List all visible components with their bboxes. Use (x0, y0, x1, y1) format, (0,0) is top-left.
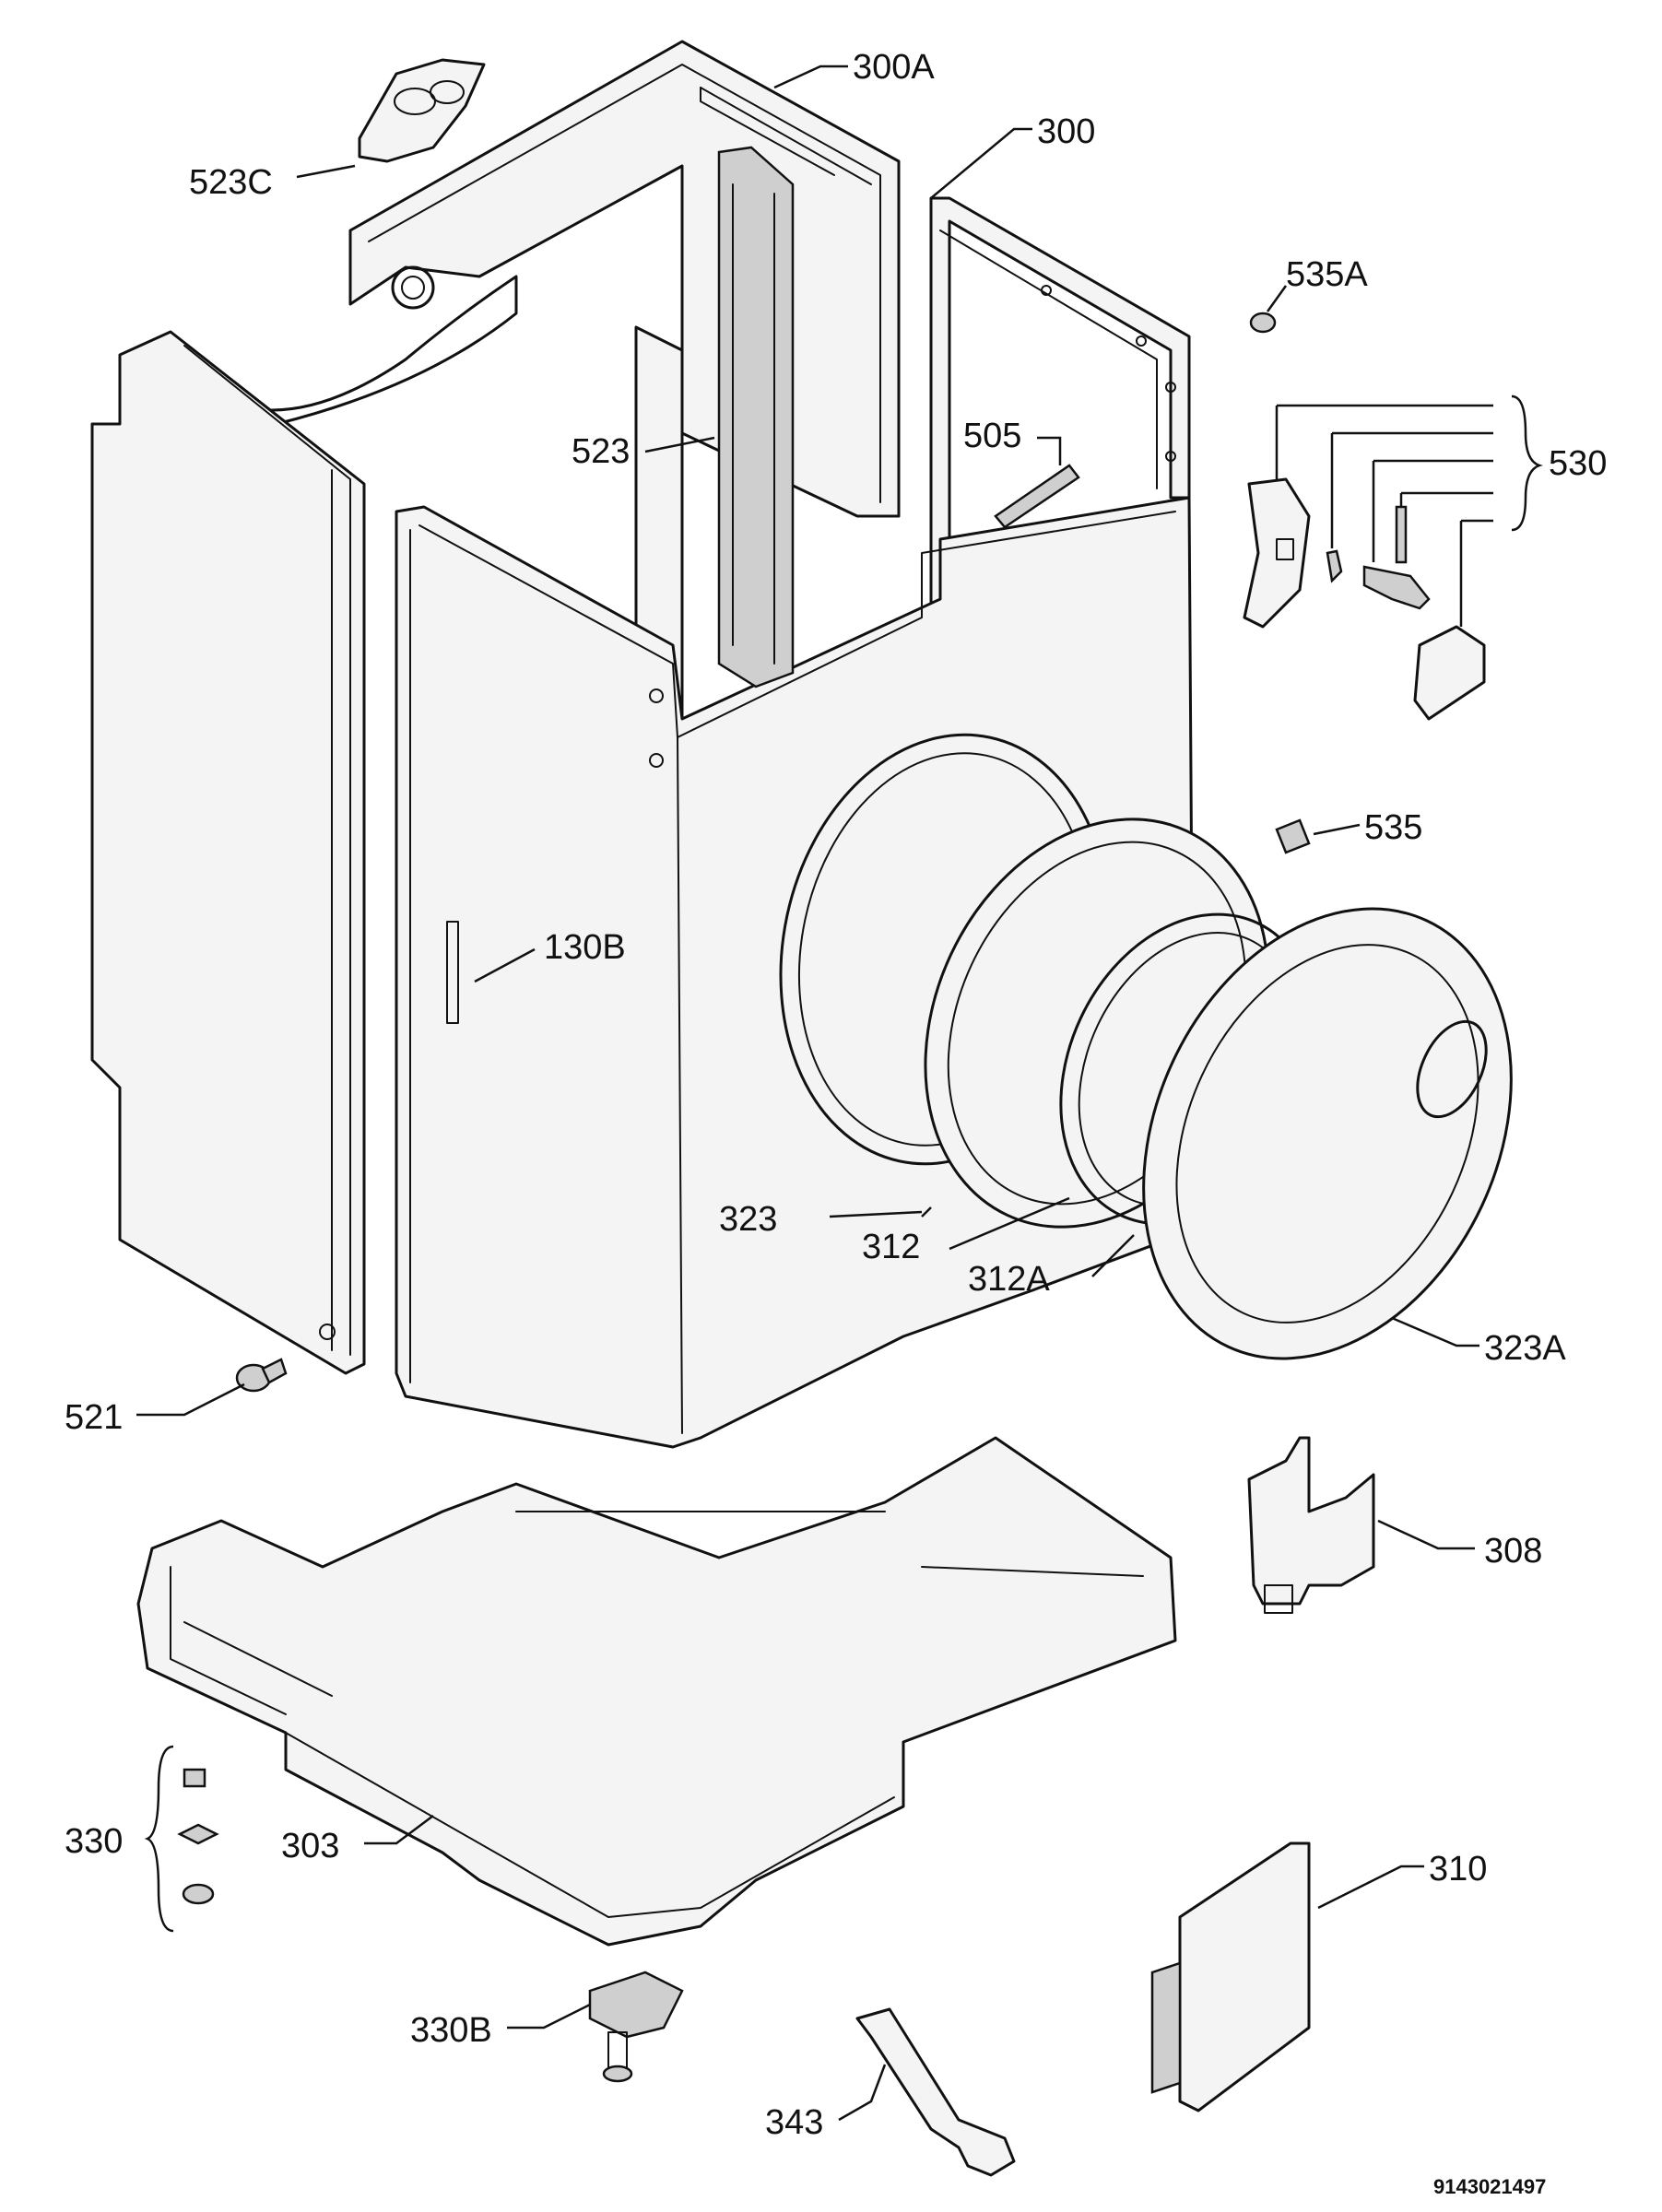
left-side-panel (90, 330, 366, 1375)
label-312: 312 (862, 1228, 920, 1266)
hinge-308 (1247, 1436, 1375, 1614)
label-323: 323 (719, 1200, 777, 1239)
label-330: 330 (65, 1822, 123, 1861)
lock-parts-530 (1243, 477, 1486, 721)
cap-535a (1249, 312, 1277, 334)
callout-labels: 523C 300A 300 535A 530 505 523 535 130B … (65, 48, 1607, 2198)
label-310: 310 (1429, 1850, 1487, 1888)
label-312a: 312A (968, 1260, 1050, 1299)
pin-535 (1275, 818, 1311, 854)
label-535a: 535A (1286, 255, 1368, 294)
foot-330b (588, 1971, 684, 2083)
filter-cover-310 (1150, 1841, 1311, 2112)
door-assembly (924, 818, 1513, 1360)
label-308: 308 (1484, 1532, 1542, 1571)
label-523c: 523C (189, 163, 273, 202)
label-330b: 330B (410, 2011, 492, 2050)
label-300: 300 (1037, 112, 1095, 151)
label-530: 530 (1549, 444, 1607, 483)
label-343: 343 (765, 2103, 823, 2142)
spanner-343 (855, 2007, 1016, 2177)
label-130b: 130B (544, 928, 626, 967)
label-523: 523 (572, 432, 630, 471)
clip-523c (358, 58, 486, 163)
fasteners-330 (177, 1768, 219, 1905)
base-frame-303 (136, 1436, 1177, 1947)
label-300a: 300A (853, 48, 935, 87)
leader-lines (136, 65, 1543, 2122)
label-521: 521 (65, 1398, 123, 1437)
label-323a: 323A (1484, 1329, 1566, 1368)
label-303: 303 (281, 1827, 339, 1865)
document-number: 9143021497 (1433, 2175, 1546, 2198)
screw-521 (235, 1358, 288, 1393)
label-505: 505 (963, 417, 1021, 455)
vertical-rail-523 (717, 146, 795, 688)
rod-505 (994, 464, 1080, 529)
label-535: 535 (1364, 808, 1422, 847)
